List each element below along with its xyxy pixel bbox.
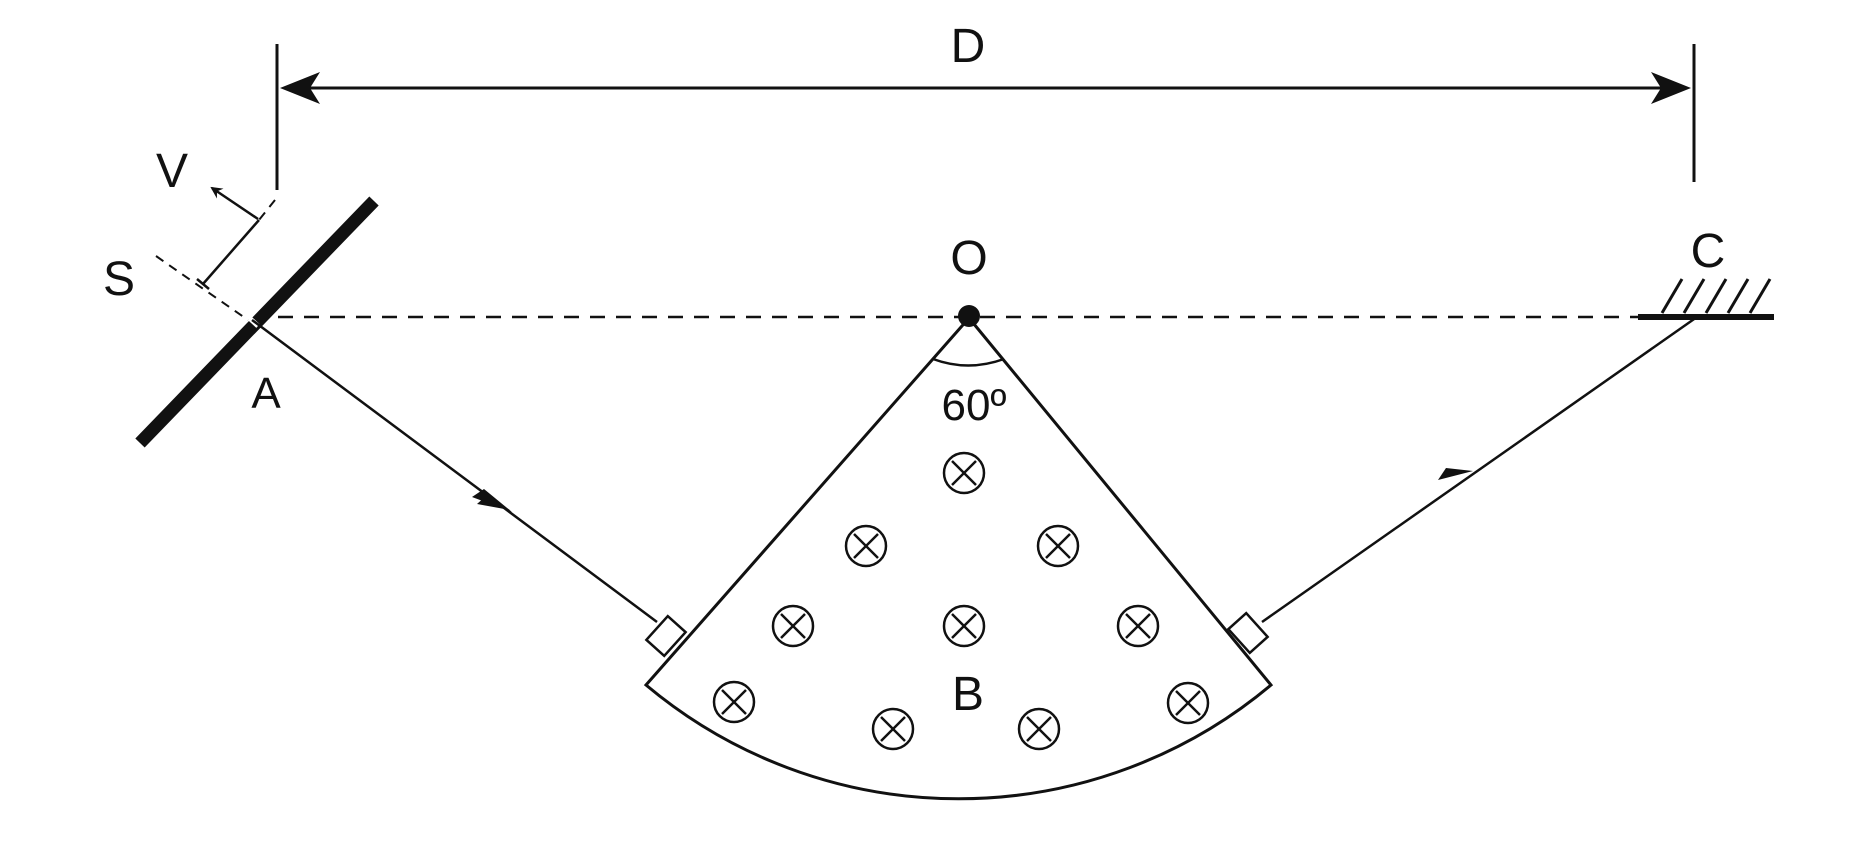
- hatch-2: [1682, 278, 1706, 314]
- field-cross-symbol: [771, 604, 815, 648]
- label-o: O: [950, 232, 987, 285]
- ray-sector-to-c: [1261, 315, 1698, 624]
- field-cross-symbol: [871, 707, 915, 751]
- plate-a: A: [135, 196, 379, 448]
- hatch-4: [1726, 278, 1750, 314]
- label-b: B: [952, 668, 984, 721]
- label-a: A: [251, 369, 281, 418]
- field-cross-symbol: [1017, 707, 1061, 751]
- field-cross-symbol: [942, 604, 986, 648]
- label-d: D: [951, 20, 986, 73]
- field-cross-symbol: [712, 680, 756, 724]
- sector-field-region: 60º B: [643, 315, 1274, 801]
- slit-block-left: [644, 614, 688, 658]
- dimension-arrow-left: [280, 72, 320, 104]
- incoming-ray: [251, 318, 658, 624]
- velocity-arrow: [210, 186, 259, 221]
- field-cross-symbol: [942, 451, 986, 495]
- magnetic-field-symbols: [712, 451, 1210, 751]
- hatch-5: [1748, 278, 1772, 314]
- velocity-tick: [196, 278, 210, 290]
- point-o: [958, 305, 980, 327]
- outgoing-ray: [1261, 315, 1698, 624]
- hatch-1: [1660, 278, 1684, 314]
- ray-a-to-sector: [251, 318, 658, 624]
- dimension-arrow-right: [1651, 72, 1691, 104]
- s-dashed-line: [155, 255, 249, 321]
- dimension-d: D: [275, 20, 1696, 190]
- label-s: S: [103, 253, 135, 306]
- label-c: C: [1691, 225, 1726, 278]
- field-cross-symbol: [1116, 604, 1160, 648]
- velocity-dash: [258, 199, 276, 221]
- field-cross-symbol: [1166, 681, 1210, 725]
- field-cross-symbol: [1036, 524, 1080, 568]
- angle-arc: [932, 357, 1005, 367]
- sector-outline: [643, 315, 1274, 801]
- wall-c: C: [1638, 225, 1774, 320]
- label-v: V: [156, 145, 188, 198]
- field-cross-symbol: [844, 524, 888, 568]
- label-angle: 60º: [941, 381, 1006, 430]
- ray-arrowhead-up: [1438, 468, 1473, 480]
- slit-block-right: [1226, 611, 1270, 655]
- velocity-indicator: V S: [103, 145, 276, 321]
- ray-arrowhead-down-solid: [472, 489, 512, 512]
- velocity-base-line: [202, 219, 260, 285]
- hatch-3: [1704, 278, 1728, 314]
